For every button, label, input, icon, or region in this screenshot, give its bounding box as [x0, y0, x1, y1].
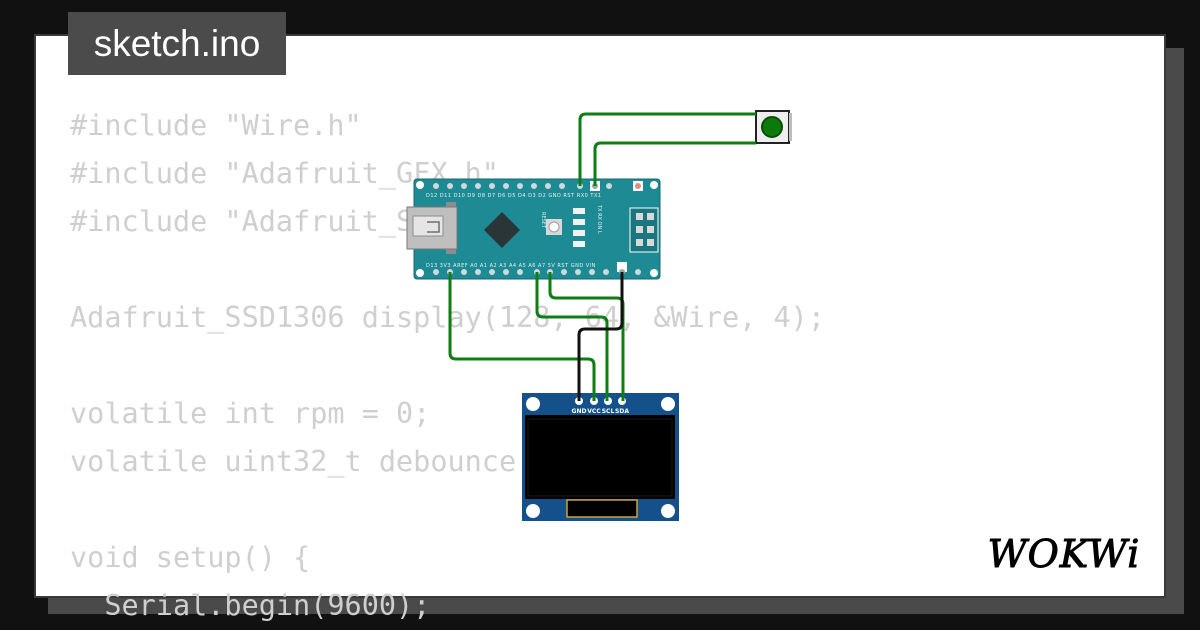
usb-connector [406, 202, 458, 254]
status-leds [573, 208, 585, 247]
arduino-bottom-pin-header [433, 262, 641, 275]
oled-pin-label-sda: SDA [615, 408, 629, 415]
code-line: void setup() { [70, 541, 311, 574]
wire-button-to-gnd[interactable] [593, 141, 756, 186]
led-labels: TX RX ON L [596, 204, 602, 234]
wire-scl[interactable] [535, 272, 609, 401]
oled-pin-label-vcc: VCC [587, 408, 601, 415]
atmega-chip [484, 212, 520, 248]
wokwi-logo-text: WOKWi [988, 532, 1141, 576]
wire-vcc[interactable] [448, 272, 596, 401]
wire-gnd[interactable] [577, 272, 624, 401]
wire-button-to-d2[interactable] [578, 112, 756, 186]
code-line: #include "Wire.h" [70, 109, 362, 142]
wokwi-logo: WOKWi [987, 532, 1141, 577]
wires [448, 112, 756, 401]
code-line: Adafruit_SSD1306 display(128, 64, &Wire,… [70, 301, 825, 334]
code-line: volatile int rpm = 0; [70, 397, 431, 430]
wire-sda[interactable] [548, 272, 625, 401]
arduino-nano[interactable]: D12 D11 D10 D9 D8 D7 D6 D5 D4 D3 D2 GND … [406, 178, 661, 280]
oled-pin-label-gnd: GND [572, 408, 587, 415]
oled-ribbon-connector [566, 499, 638, 518]
icsp-header [629, 207, 659, 253]
oled-pin-label-scl: SCL [602, 408, 615, 415]
reset-label: RESET [540, 212, 546, 229]
code-line: Serial.begin(9600); [70, 589, 431, 622]
arduino-top-pin-labels: D12 D11 D10 D9 D8 D7 D6 D5 D4 D3 D2 GND … [426, 193, 602, 199]
code-line: #include "Adafruit_GFX.h" [70, 157, 499, 190]
oled-screen [525, 415, 675, 499]
arduino-bottom-pin-labels: D13 3V3 AREF A0 A1 A2 A3 A4 A5 A6 A7 5V … [426, 263, 596, 269]
push-button[interactable] [755, 110, 792, 144]
code-line: volatile uint32_t debounce = 0; [70, 445, 602, 478]
oled-display-module[interactable]: GND VCC SCL SDA [522, 393, 679, 521]
project-filename-tab[interactable]: sketch.ino [68, 12, 286, 75]
